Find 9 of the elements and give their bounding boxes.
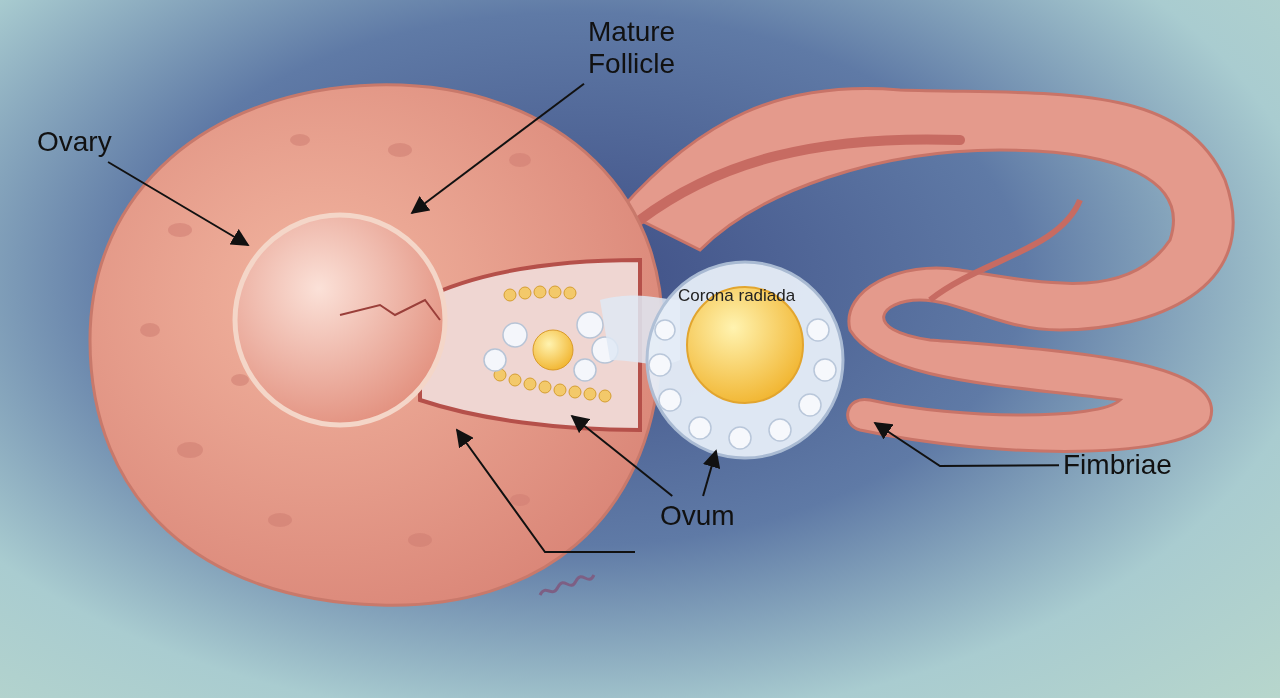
part-label: Fimbriae [1063,449,1172,481]
leader-line [107,161,250,246]
leader-line [702,449,721,497]
part-label: Ovary [37,126,112,158]
part-label: Mature Follicle [588,16,676,80]
leader-line [570,414,674,497]
leader-line [873,422,1060,467]
part-label: Ovum [660,500,735,532]
leader-line [410,82,585,215]
